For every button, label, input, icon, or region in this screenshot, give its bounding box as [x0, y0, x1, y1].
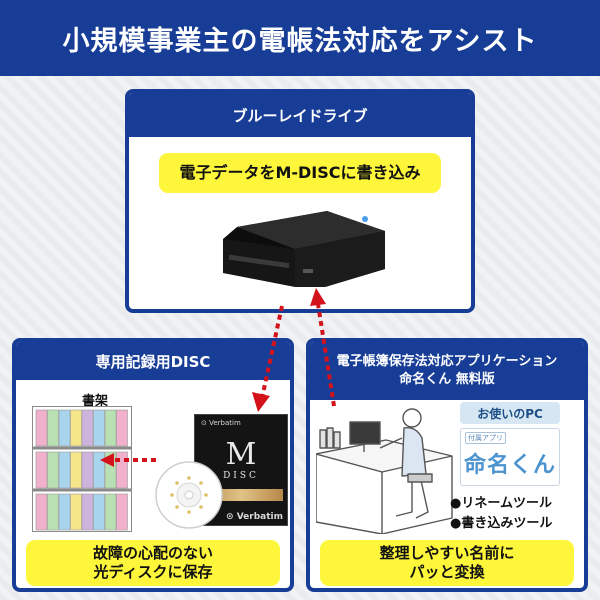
office-worker-illustration: [316, 408, 453, 534]
shelf-book: [116, 409, 128, 447]
shelf-book: [47, 409, 59, 447]
shelf-book: [47, 451, 59, 489]
drive-callout-text: 電子データをM-DISCに書き込み: [179, 163, 421, 182]
app-callout: 整理しやすい名前に パッと変換: [320, 540, 574, 586]
shelf-books: [35, 409, 128, 531]
disc-callout: 故障の心配のない 光ディスクに保存: [26, 540, 280, 586]
page-title: 小規模事業主の電帳法対応をアシスト: [62, 25, 538, 57]
drive-callout: 電子データをM-DISCに書き込み: [159, 153, 441, 193]
top-banner: 小規模事業主の電帳法対応をアシスト: [0, 0, 600, 76]
app-card: 付属アプリ 命名くん: [460, 428, 560, 486]
disc-panel: 専用記録用DISC 書架 ⊙ Verbatim M DISC ⊙ Verbati…: [12, 338, 294, 592]
bookshelf-image: [32, 406, 132, 532]
disc-panel-title: 専用記録用DISC: [95, 352, 211, 371]
drive-led-icon: [362, 216, 368, 222]
shelf-book: [47, 493, 59, 531]
shelf-book: [116, 451, 128, 489]
app-badge: 付属アプリ: [465, 432, 506, 444]
shelf-book: [58, 409, 71, 447]
feature-item-write: ●書き込みツール: [450, 515, 553, 531]
disc-callout-line1: 故障の心配のない: [92, 544, 213, 563]
app-callout-line2: パッと変換: [409, 563, 485, 581]
shelf-book: [35, 451, 48, 489]
shelf-book: [35, 493, 48, 531]
shelf-book: [81, 493, 94, 531]
bluray-drive-image: [223, 211, 385, 287]
arrow-to-shelf: [100, 453, 156, 467]
app-name: 命名くん: [463, 453, 556, 478]
case-logo-disc: DISC: [223, 471, 259, 481]
blank-disc-image: [155, 461, 223, 529]
feature-item-rename: ●リネームツール: [450, 496, 552, 511]
disc-callout-line2: 光ディスクに保存: [93, 563, 213, 581]
app-panel-header: 電子帳簿保存法対応アプリケーション 命名くん 無料版: [310, 342, 584, 400]
feature-list: ●リネームツール ●書き込みツール: [450, 494, 552, 533]
shelf-book: [104, 493, 117, 531]
shelf-book: [104, 451, 117, 489]
app-panel: 電子帳簿保存法対応アプリケーション 命名くん 無料版 お使いのPC 付属アプリ …: [306, 338, 588, 592]
drive-panel-header: ブルーレイドライブ: [129, 93, 471, 137]
shelf-book: [35, 409, 48, 447]
disc-panel-header: 専用記録用DISC: [16, 342, 290, 380]
shelf-book: [81, 409, 94, 447]
app-panel-title-line2: 命名くん 無料版: [399, 372, 495, 387]
shelf-book: [70, 451, 82, 489]
shelf-book: [70, 493, 82, 531]
drive-panel-title: ブルーレイドライブ: [232, 106, 368, 125]
shelf-book: [93, 493, 105, 531]
pc-label: お使いのPC: [460, 402, 560, 424]
shelf-book: [93, 409, 105, 447]
shelf-book: [58, 493, 71, 531]
app-panel-title-line1: 電子帳簿保存法対応アプリケーション: [336, 353, 558, 369]
shelf-book: [81, 451, 94, 489]
shelf-book: [93, 451, 105, 489]
case-brand: ⊙ Verbatim: [201, 419, 241, 427]
drive-panel: ブルーレイドライブ 電子データをM-DISCに書き込み: [125, 89, 475, 313]
case-logo-m: M: [225, 437, 257, 472]
case-footer: ⊙ Verbatim: [226, 512, 283, 522]
shelf-book: [116, 493, 128, 531]
shelf-book: [58, 451, 71, 489]
app-callout-line1: 整理しやすい名前に: [379, 544, 515, 563]
shelf-book: [70, 409, 82, 447]
shelf-book: [104, 409, 117, 447]
